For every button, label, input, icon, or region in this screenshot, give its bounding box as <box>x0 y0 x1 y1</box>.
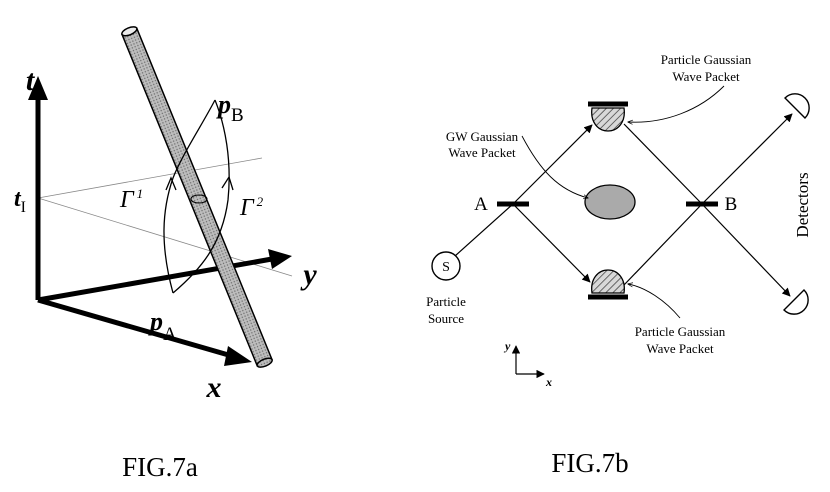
source-label-line1: Particle <box>426 294 466 309</box>
y-axis-label: y <box>300 258 317 291</box>
intersection-loop <box>190 194 208 204</box>
beam-top-b <box>623 123 703 205</box>
mini-y-label: y <box>503 339 511 353</box>
caption-fig-7b: FIG.7b <box>551 448 628 478</box>
y-axis-arrowhead <box>268 249 292 269</box>
gw-tube <box>120 26 274 368</box>
beam-b-detector-bottom <box>701 203 791 297</box>
p-b-label: pB <box>216 90 244 126</box>
gw-leader-line <box>521 135 588 198</box>
bottom-packet-label-line2: Wave Packet <box>646 341 714 356</box>
bottom-packet-label-line1: Particle Gaussian <box>635 324 726 339</box>
t-axis-arrowhead <box>28 76 48 100</box>
top-packet-leader-line <box>628 85 725 122</box>
gamma-2-arrow <box>221 175 234 191</box>
source-symbol: S <box>442 260 450 275</box>
gw-label-line1: GW Gaussian <box>446 129 519 144</box>
source-label-line2: Source <box>428 311 464 326</box>
gw-label-line2: Wave Packet <box>448 145 516 160</box>
top-packet-label-line2: Wave Packet <box>672 69 740 84</box>
detector-top-icon <box>784 93 810 119</box>
gamma-1-arrow <box>165 176 177 191</box>
detectors-label: Detectors <box>793 172 812 237</box>
fig-7b: S GW Gaussian Wave Packet Particle Gauss… <box>426 52 812 478</box>
t-axis-label: t <box>26 64 36 97</box>
particle-source-icon <box>431 251 461 281</box>
p-a-label: pA <box>148 307 177 345</box>
t-intersection-label: tI <box>14 186 26 216</box>
particle-packet-top <box>591 107 625 132</box>
beam-bottom-b <box>623 203 703 286</box>
detector-bottom-icon <box>783 289 809 315</box>
path-gamma-2 <box>172 99 230 294</box>
node-b-label: B <box>725 194 738 215</box>
x-axis-label: x <box>206 371 222 404</box>
beam-b-detector-top <box>701 113 793 205</box>
beam-source-a <box>454 203 514 257</box>
gw-packet <box>584 184 636 220</box>
node-a-label: A <box>474 194 488 215</box>
plane-line-upper <box>37 157 263 199</box>
mini-x-label: x <box>545 375 552 389</box>
beam-a-top <box>512 124 593 205</box>
caption-fig-7a: FIG.7a <box>122 452 198 482</box>
x-axis <box>37 297 233 359</box>
top-packet-label-line1: Particle Gaussian <box>661 52 752 67</box>
beam-a-bottom <box>512 203 591 283</box>
bottom-packet-leader-line <box>628 284 681 319</box>
path-gamma-1 <box>163 99 216 294</box>
particle-packet-bottom <box>591 269 625 294</box>
x-axis-arrowhead <box>224 346 252 366</box>
